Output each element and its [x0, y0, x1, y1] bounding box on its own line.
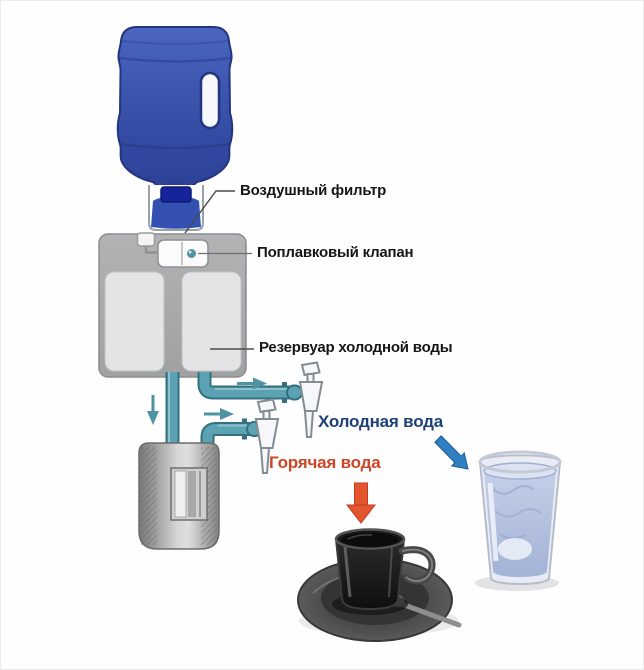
cold-water-reservoir: [98, 232, 247, 378]
cold-tap-spout: [303, 410, 315, 438]
hot-water-tank: [138, 442, 220, 550]
cup-handle-highlight: [401, 548, 433, 583]
hot-tap-body: [254, 418, 280, 449]
cold-tap-lever: [300, 361, 321, 377]
bottle-cap: [160, 186, 192, 203]
tank-window-stripe-light: [174, 470, 187, 518]
cup-glass-highlight-right: [388, 546, 393, 598]
air-filter-leader: [184, 190, 235, 234]
hot-flow-arrow-head: [220, 408, 234, 420]
float-valve-pivot: [187, 249, 196, 258]
hot-arrow-head: [345, 504, 377, 524]
cup-of-tea: [297, 528, 462, 642]
pipes: [165, 372, 303, 453]
water-ripple-1: [492, 485, 535, 495]
water-highlight-blob: [498, 538, 532, 560]
air-filter-label: Воздушный фильтр: [240, 182, 387, 199]
tank-texture-left: [141, 447, 157, 545]
cold-pipe-flange-top: [282, 382, 287, 387]
cold-water-label: Холодная вода: [318, 412, 443, 431]
hot-arrow-shaft: [354, 482, 368, 507]
cold-reservoir-label: Резервуар холодной воды: [259, 339, 453, 356]
water-bottle: [116, 26, 234, 193]
cup-liquid-highlight: [347, 534, 373, 540]
cold-pipe-flange-bottom: [282, 398, 287, 403]
cold-flow-arrow-head: [253, 377, 267, 390]
reservoir-panel-right: [181, 271, 242, 372]
hot-pipe: [202, 424, 251, 451]
hot-tap-spout: [259, 447, 271, 474]
hot-arrow: [345, 482, 377, 524]
cold-pipe-tip: [286, 384, 303, 401]
cup-body: [334, 538, 406, 611]
bottle-ridge-bottom: [118, 142, 232, 150]
cold-pipe: [199, 372, 291, 398]
hot-tap-lever: [256, 398, 277, 414]
cup-glass-highlight-left: [343, 546, 352, 598]
receptacle-water: [151, 196, 201, 229]
tank-window-stripe-dark: [188, 471, 196, 517]
glass-rim: [478, 450, 562, 474]
bottle-handle: [199, 71, 221, 130]
cold-tap-body: [298, 381, 324, 412]
reservoir-panel-left: [104, 271, 165, 372]
flow-arrows: [147, 377, 267, 425]
hot-water-tap: [254, 398, 280, 474]
cold-water-tap: [298, 361, 324, 438]
water-ripple-2: [494, 508, 542, 518]
hot-pipe-flange-top: [242, 418, 247, 424]
float-valve-pivot-highlight: [188, 250, 192, 254]
glass-side-highlight: [487, 482, 499, 562]
leader-lines: [184, 190, 254, 350]
reservoir-top-tab: [136, 232, 156, 247]
spoon-handle: [396, 600, 462, 628]
down-flow-arrow-head: [147, 411, 159, 425]
air-filter-housing: [148, 185, 204, 231]
hot-water-label: Горячая вода: [269, 453, 381, 472]
cold-arrow: [434, 435, 469, 470]
bottle-ridge-top: [118, 56, 232, 63]
bottle-ridge-neckline: [121, 40, 229, 45]
glass-of-water: [475, 450, 562, 591]
hot-pipe-flange-bottom: [242, 434, 247, 440]
float-valve-label: Поплавковый клапан: [257, 244, 414, 261]
